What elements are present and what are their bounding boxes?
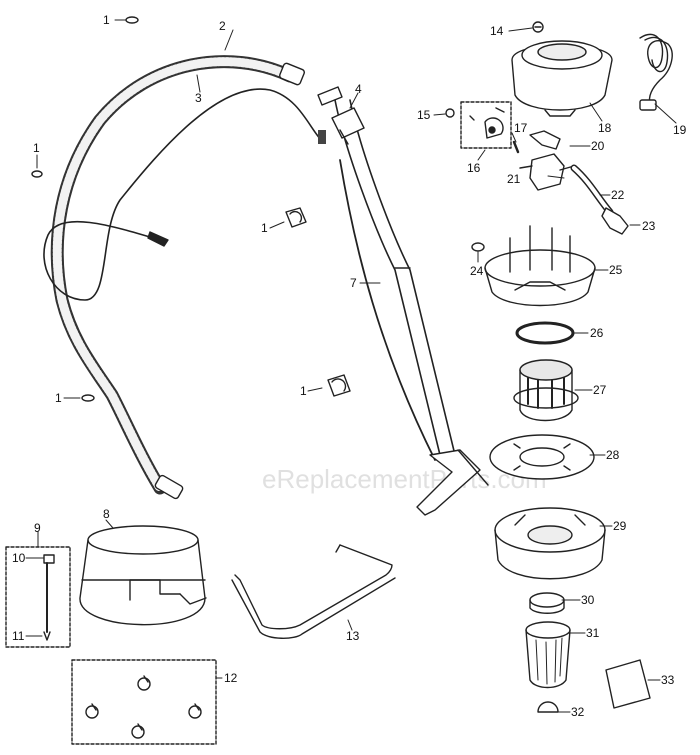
caster-left [85, 703, 99, 719]
part-28-gasket-plate [489, 434, 595, 480]
part-8-recovery-tank [79, 525, 207, 626]
caster-right [188, 703, 202, 719]
callout-17: 17 [514, 121, 528, 135]
caster-bottom [131, 723, 145, 739]
callout-32: 32 [571, 705, 585, 719]
callout-1-left: 1 [33, 141, 40, 155]
part-1-clip-mid [285, 207, 307, 228]
callout-4: 4 [355, 82, 362, 96]
callout-11: 11 [12, 629, 25, 643]
part-26-o-ring [515, 321, 575, 345]
part-13-frame [231, 544, 396, 639]
callout-30: 30 [581, 593, 595, 607]
callout-7: 7 [350, 276, 357, 290]
part-32-float [537, 701, 559, 713]
callout-labels: 1 2 3 4 1 1 7 1 1 14 15 16 17 18 19 20 2… [12, 13, 687, 719]
part-16-valve-kit [460, 101, 512, 149]
part-23-quick-coupler [601, 207, 629, 235]
callout-1-mid: 1 [261, 221, 268, 235]
part-29-motor-housing [494, 507, 606, 580]
callout-2: 2 [219, 19, 226, 33]
callout-18: 18 [598, 121, 612, 135]
callout-33: 33 [661, 673, 675, 687]
part-22-hose [570, 164, 614, 216]
part-24-gasket [471, 242, 485, 252]
callout-1-wand: 1 [300, 384, 307, 398]
callout-29: 29 [613, 519, 627, 533]
part-1-clip-wand [327, 374, 351, 397]
callout-16: 16 [467, 161, 481, 175]
part-11-float-rod [43, 562, 51, 641]
callout-23: 23 [642, 219, 656, 233]
caster-top [137, 675, 151, 691]
callout-20: 20 [591, 139, 605, 153]
part-1-clip-left [31, 170, 43, 178]
callout-14: 14 [490, 24, 504, 38]
part-20-bracket [529, 130, 561, 150]
part-15-fitting [445, 108, 455, 118]
callout-25: 25 [609, 263, 623, 277]
callout-8: 8 [103, 507, 110, 521]
part-21-pump [519, 153, 575, 191]
part-18-motor-cover [511, 40, 613, 117]
part-27-vacuum-motor [513, 359, 579, 422]
part-2-hose [50, 55, 305, 500]
part-12-caster-set [71, 659, 217, 745]
callout-22: 22 [611, 188, 625, 202]
part-31-float-cage [525, 621, 571, 689]
part-3-solution-tube [43, 88, 326, 301]
part-17-spring [512, 140, 520, 154]
callout-31: 31 [586, 626, 600, 640]
callout-9: 9 [34, 521, 41, 535]
part-1-clip-lower [81, 394, 95, 402]
callout-3: 3 [195, 91, 202, 105]
part-1-clip-top [125, 16, 139, 24]
callout-21: 21 [507, 172, 521, 186]
callout-26: 26 [590, 326, 604, 340]
callout-27: 27 [593, 383, 607, 397]
callout-19: 19 [673, 123, 687, 137]
part-30-filter-disc [529, 592, 565, 614]
callout-1-lower: 1 [55, 391, 62, 405]
part-25-upper-housing [484, 225, 596, 307]
callout-28: 28 [606, 448, 620, 462]
callout-13: 13 [346, 629, 360, 643]
callout-1-top: 1 [103, 13, 110, 27]
part-10-rod-cap [43, 554, 55, 564]
part-7-floor-tool [339, 159, 489, 516]
part-14-screw [532, 21, 544, 33]
callout-24: 24 [470, 264, 484, 278]
callout-10: 10 [12, 551, 26, 565]
part-33-foam-filter [605, 659, 651, 709]
callout-12: 12 [224, 671, 238, 685]
part-19-power-cord [639, 33, 673, 111]
part-4-wand [317, 86, 456, 456]
leader-lines [25, 19, 677, 713]
callout-15: 15 [417, 108, 431, 122]
